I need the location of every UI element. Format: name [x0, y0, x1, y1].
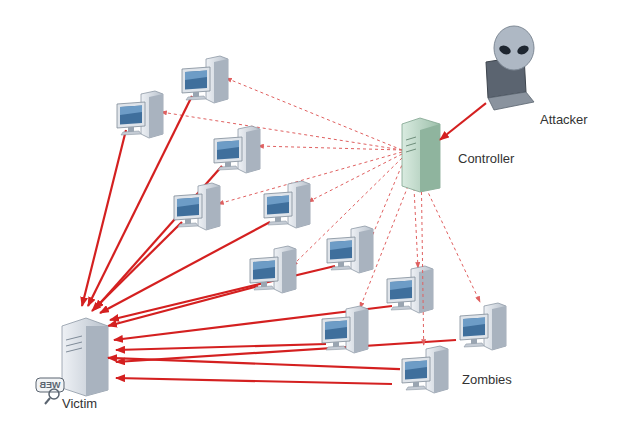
zombie-computer: Zombies [400, 345, 448, 395]
arrow-connector [422, 192, 424, 345]
attacker-laptop: Attacker [486, 58, 534, 110]
controller-server: Controller [402, 118, 440, 192]
node-label: Zombies [462, 372, 512, 387]
web-tag-text: WEB [36, 380, 64, 390]
arrow-connector [440, 103, 486, 140]
node-label: Controller [458, 151, 514, 166]
victim-server: Victim [62, 318, 108, 396]
node-label: Victim [62, 396, 97, 411]
arrow-connector [108, 358, 400, 369]
node-label: Attacker [540, 112, 588, 127]
